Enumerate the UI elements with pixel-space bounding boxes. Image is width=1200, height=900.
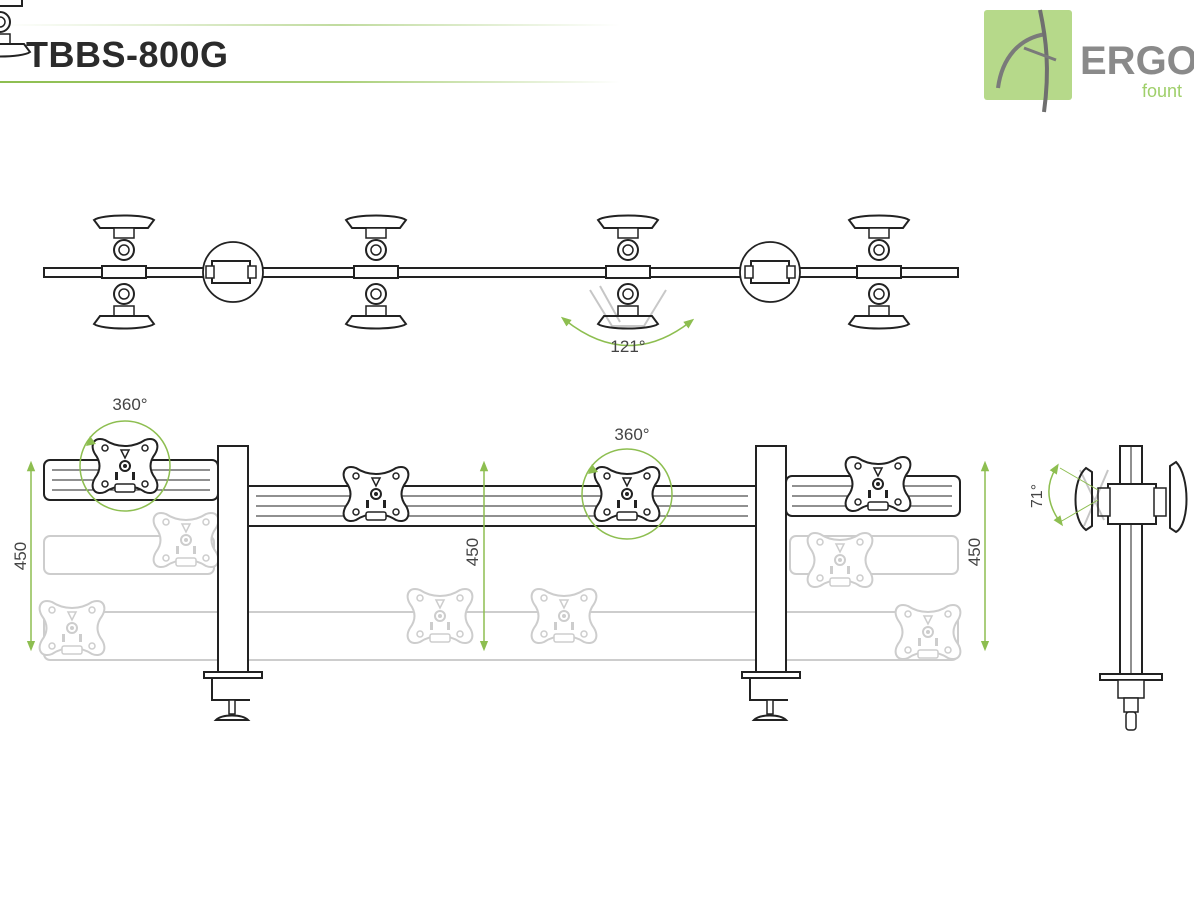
swivel-arc: [560, 316, 695, 347]
header: TBBS-800G ERGO fount: [0, 0, 1200, 113]
front-ghost-positions: [38, 511, 962, 661]
header-bottom-rule: [0, 81, 620, 83]
rotate-label-left: 360°: [112, 395, 147, 414]
top-pole-left: [202, 241, 264, 303]
tilt-arc: [1048, 463, 1064, 527]
logo-sub-text: fount: [1142, 81, 1182, 101]
vesa-plate-2: [342, 465, 410, 523]
model-title: TBBS-800G: [26, 34, 229, 75]
top-pole-right: [739, 241, 801, 303]
swivel-angle-label: 121°: [610, 337, 645, 356]
logo-brand-text: ERGO: [1080, 39, 1194, 83]
vesa-plate-3: [593, 465, 661, 523]
height-label-right: 450: [965, 538, 984, 566]
vesa-plate-1: [91, 437, 159, 495]
rotate-label-center: 360°: [614, 425, 649, 444]
top-mount-1: [93, 214, 155, 330]
rotate-circle-left: [79, 420, 171, 512]
top-mount-pair: [0, 0, 32, 58]
top-mount-2: [345, 214, 407, 330]
tilt-angle-label: 71°: [1029, 484, 1046, 508]
front-pole-right: [741, 445, 801, 721]
side-view: 71°: [1029, 445, 1188, 731]
side-plate-right: [1169, 460, 1188, 534]
front-pole-left: [203, 445, 263, 721]
front-view: 360° 360° 450 450 450: [11, 395, 990, 721]
logo-square: [984, 10, 1072, 100]
brand-logo: ERGO fount: [984, 8, 1198, 118]
rotate-circle-center: [581, 448, 673, 540]
top-mount-3: [597, 214, 659, 330]
top-view: 121°: [0, 0, 959, 356]
height-label-center: 450: [463, 538, 482, 566]
height-label-left: 450: [11, 542, 30, 570]
vesa-plate-4: [844, 455, 912, 513]
top-crossbar: [43, 267, 959, 278]
header-top-rule: [0, 24, 620, 26]
top-mount-4: [848, 214, 910, 330]
front-arm-center: [247, 485, 757, 527]
